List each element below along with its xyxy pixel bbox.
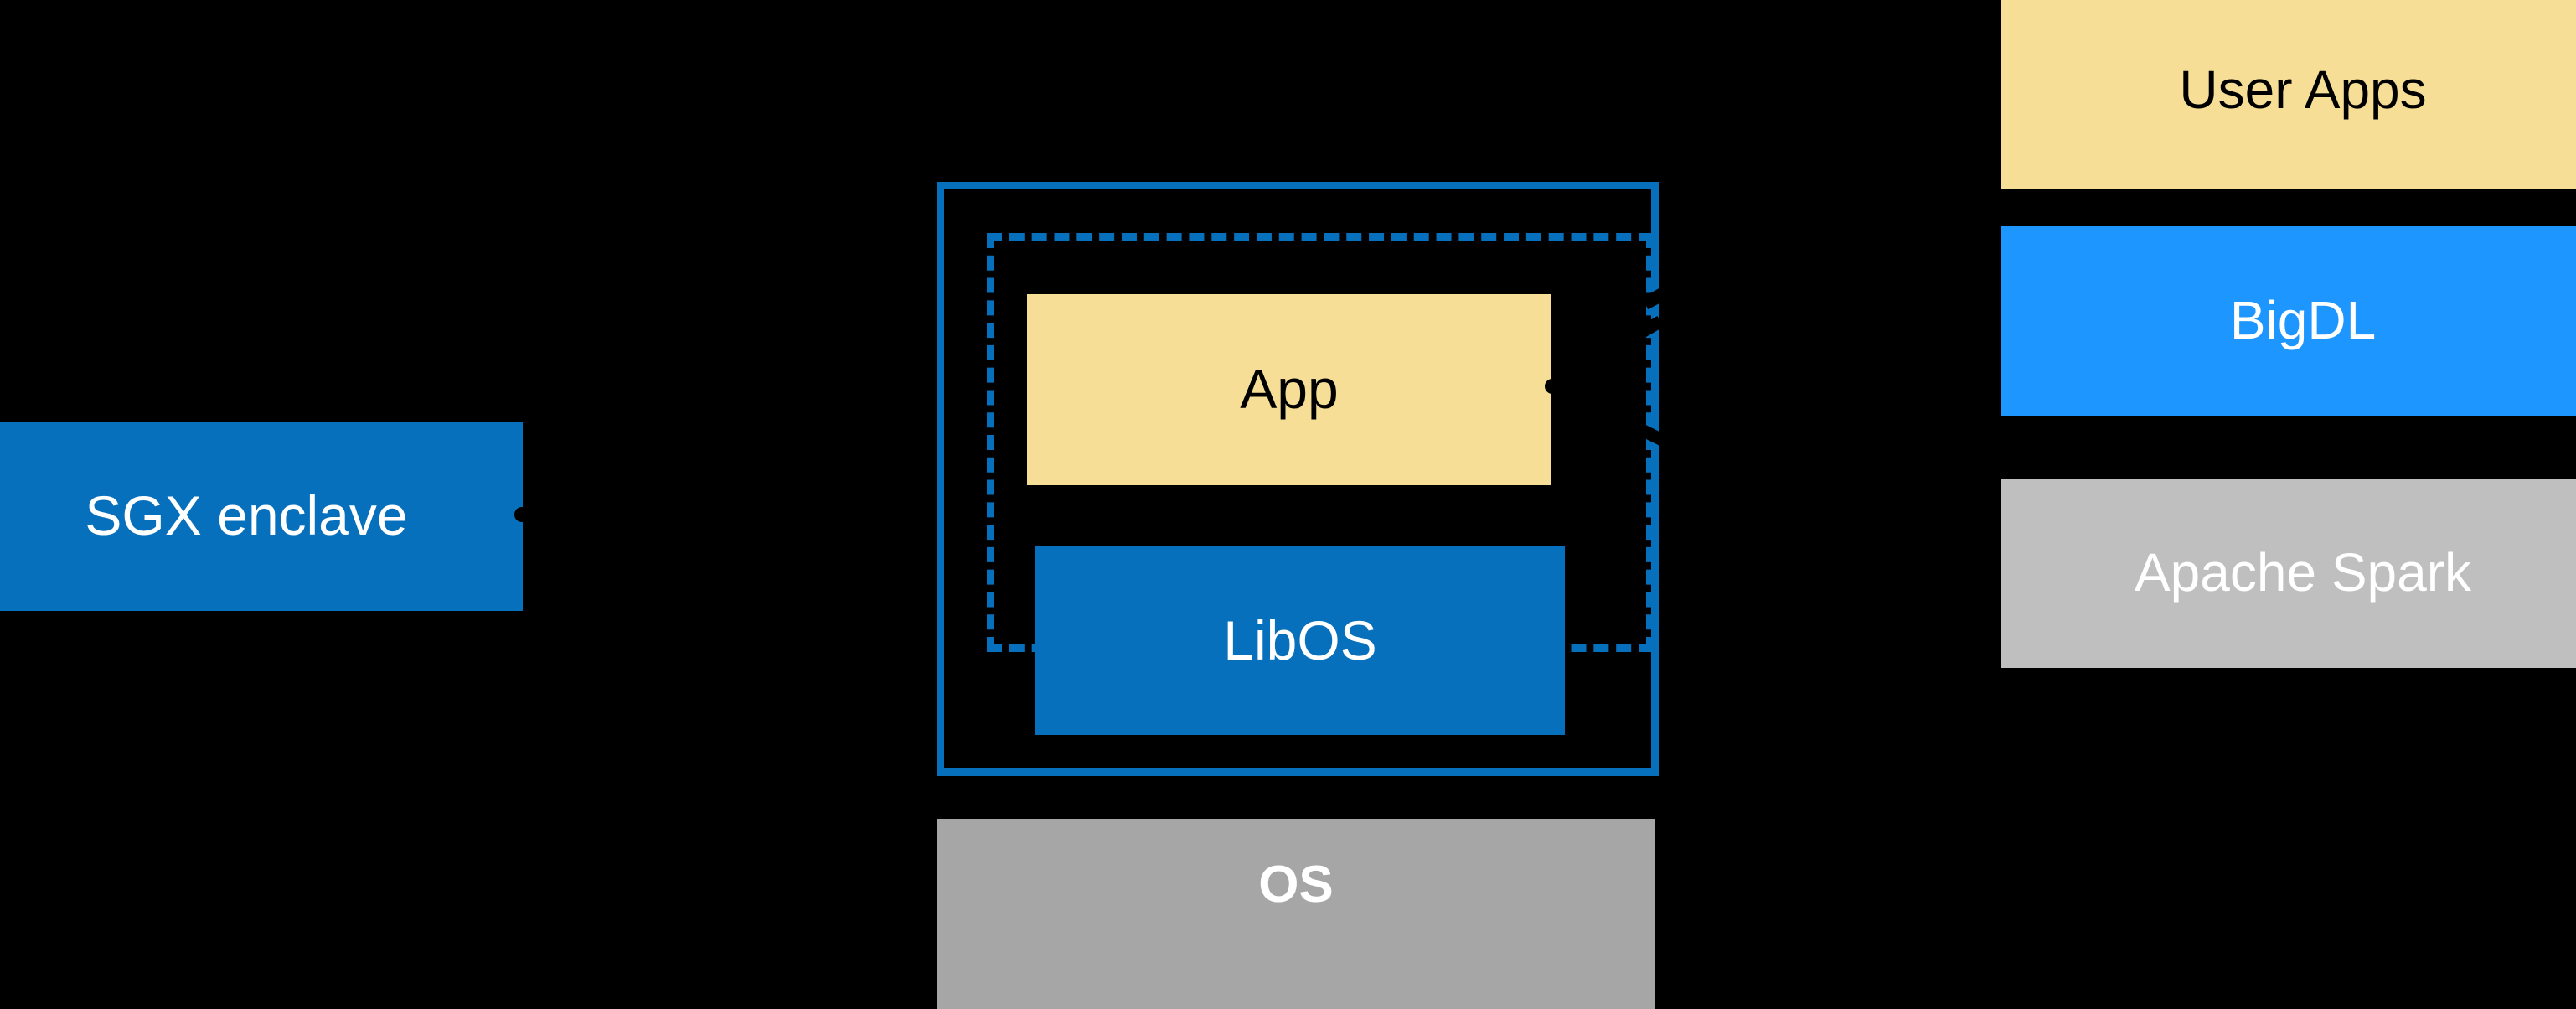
sgx-enclave-box[interactable]: SGX enclave: [0, 422, 523, 611]
os-label: OS: [1258, 856, 1334, 913]
apache-spark-box[interactable]: Apache Spark: [2001, 479, 2576, 668]
sgx-enclave-connector-arrow-icon: [514, 507, 529, 522]
app-label: App: [1240, 358, 1339, 421]
sgx-enclave-label: SGX enclave: [85, 484, 408, 547]
app-box[interactable]: App: [1027, 294, 1551, 485]
user-apps-box[interactable]: User Apps: [2001, 0, 2576, 189]
bigdl-label: BigDL: [2229, 290, 2377, 351]
os-box[interactable]: OS: [937, 819, 1655, 1009]
bigdl-box[interactable]: BigDL: [2001, 226, 2576, 416]
app-connector-arrow-icon: [1545, 379, 1560, 394]
enclave-outline-container: [937, 182, 1659, 776]
libos-label: LibOS: [1223, 608, 1377, 671]
apache-spark-label: Apache Spark: [2134, 542, 2472, 603]
libos-box[interactable]: LibOS: [1035, 546, 1565, 735]
user-apps-label: User Apps: [2179, 60, 2427, 121]
